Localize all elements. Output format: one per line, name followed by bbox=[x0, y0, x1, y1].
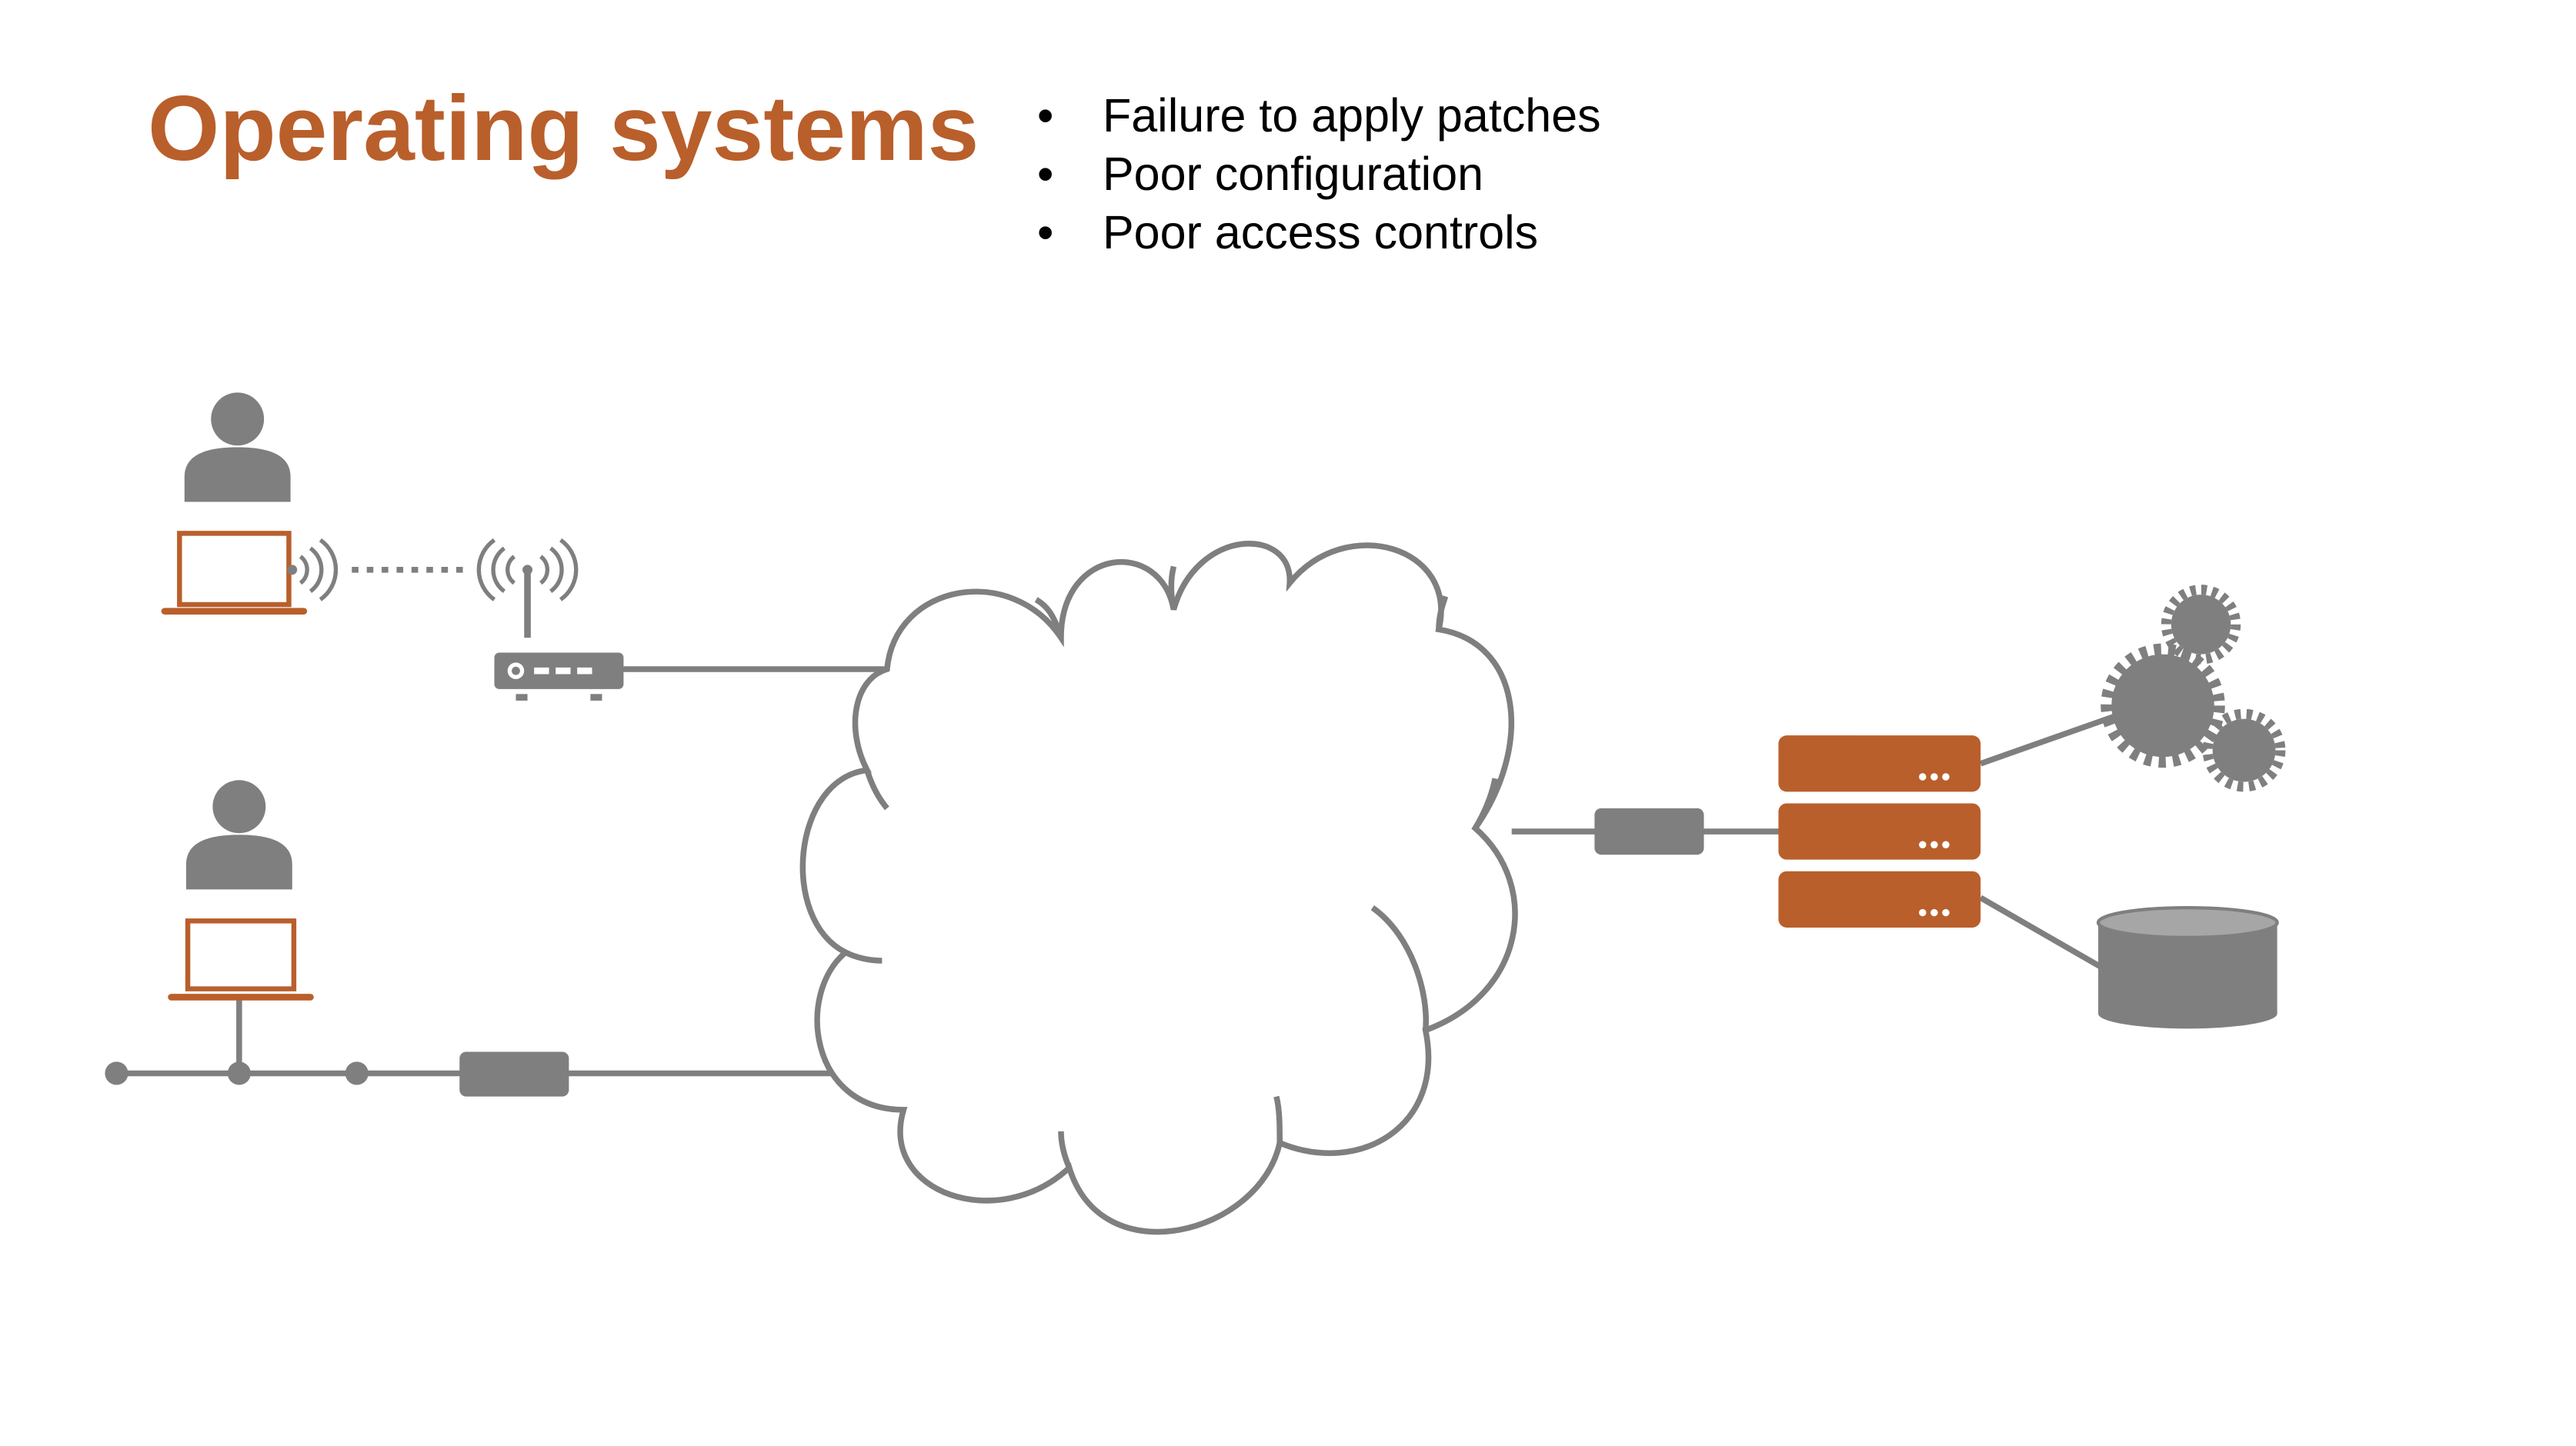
cloud-inner-curve bbox=[1034, 597, 1064, 639]
router-foot bbox=[590, 694, 602, 701]
server-led bbox=[1930, 773, 1938, 781]
router-port bbox=[556, 667, 571, 675]
wifi-signal-icon bbox=[287, 538, 339, 601]
server-led bbox=[1942, 773, 1950, 781]
wifi-wave bbox=[299, 555, 309, 585]
wired-user-icon bbox=[185, 780, 292, 890]
bullet-item: Failure to apply patches bbox=[1037, 86, 1601, 145]
antenna-wave bbox=[549, 546, 564, 593]
wireless-router-icon bbox=[476, 538, 624, 701]
database-body bbox=[2098, 922, 2277, 1029]
antenna-wave bbox=[539, 555, 550, 585]
server-led bbox=[1930, 841, 1938, 849]
server-led bbox=[1942, 841, 1950, 849]
wireless-user-icon bbox=[184, 392, 291, 502]
bullet-item: Poor configuration bbox=[1037, 145, 1601, 203]
server-rack-icon bbox=[1778, 735, 1981, 928]
bus-node bbox=[227, 1061, 251, 1085]
laptop-icon bbox=[161, 531, 308, 615]
wifi-wave bbox=[319, 538, 339, 601]
server-led bbox=[1930, 908, 1938, 917]
server-unit bbox=[1778, 871, 1981, 928]
router-port bbox=[577, 667, 592, 675]
slide-title: Operating systems bbox=[148, 77, 979, 180]
laptop-base bbox=[161, 608, 308, 615]
server-led bbox=[1919, 773, 1927, 781]
user-head bbox=[211, 392, 265, 446]
bullet-item: Poor access controls bbox=[1037, 203, 1601, 262]
gear bbox=[2171, 595, 2231, 655]
bus-node bbox=[105, 1061, 128, 1085]
network-bus-icon bbox=[105, 1061, 369, 1085]
network-device-icon bbox=[1594, 808, 1704, 855]
cloud-inner-curve bbox=[1273, 1095, 1283, 1143]
cloud-inner-curve bbox=[844, 949, 883, 964]
database-top bbox=[2096, 905, 2279, 940]
user-body bbox=[185, 835, 292, 890]
gear-teeth bbox=[2101, 643, 2225, 768]
router-port bbox=[534, 667, 549, 675]
bus-node bbox=[345, 1061, 369, 1085]
cloud-inner-curve bbox=[864, 769, 889, 811]
user-body bbox=[184, 447, 291, 502]
network-device-icon bbox=[459, 1051, 569, 1097]
antenna-wave bbox=[506, 555, 516, 585]
gear-teeth bbox=[2161, 585, 2241, 665]
laptop-screen bbox=[185, 918, 297, 991]
laptop-screen bbox=[177, 531, 292, 608]
server-unit bbox=[1778, 803, 1981, 860]
server-led bbox=[1942, 908, 1950, 917]
router-light bbox=[512, 666, 520, 675]
user-head bbox=[212, 780, 266, 834]
server-to-gears-line bbox=[1979, 711, 2123, 767]
database-icon bbox=[2096, 905, 2279, 1029]
internet-cloud-icon bbox=[799, 541, 1518, 1235]
cloud-inner-curve bbox=[1473, 778, 1498, 830]
cloud-shape bbox=[799, 541, 1518, 1235]
wifi-wave bbox=[309, 546, 324, 593]
router-foot bbox=[516, 694, 528, 701]
gear-teeth bbox=[2202, 708, 2286, 792]
antenna-wave bbox=[491, 546, 506, 593]
antenna-wave bbox=[476, 538, 496, 601]
gear bbox=[2111, 654, 2214, 758]
laptop-icon bbox=[168, 918, 314, 1001]
cloud-inner-curve bbox=[1370, 905, 1430, 1031]
server-to-db-line bbox=[1979, 895, 2104, 970]
bullet-list: Failure to apply patches Poor configurat… bbox=[1037, 86, 1601, 262]
wifi-dot bbox=[287, 565, 298, 575]
cloud-inner-curve bbox=[1436, 595, 1449, 630]
server-led bbox=[1919, 908, 1927, 917]
server-unit bbox=[1778, 735, 1981, 792]
laptop-base bbox=[168, 994, 314, 1001]
gears-icon bbox=[2101, 585, 2286, 792]
antenna-wave bbox=[559, 538, 579, 601]
server-led bbox=[1919, 841, 1927, 849]
antenna-tip bbox=[522, 565, 533, 575]
cloud-inner-curve bbox=[1168, 565, 1177, 611]
gear bbox=[2212, 718, 2276, 782]
cloud-inner-curve bbox=[1058, 1131, 1073, 1169]
